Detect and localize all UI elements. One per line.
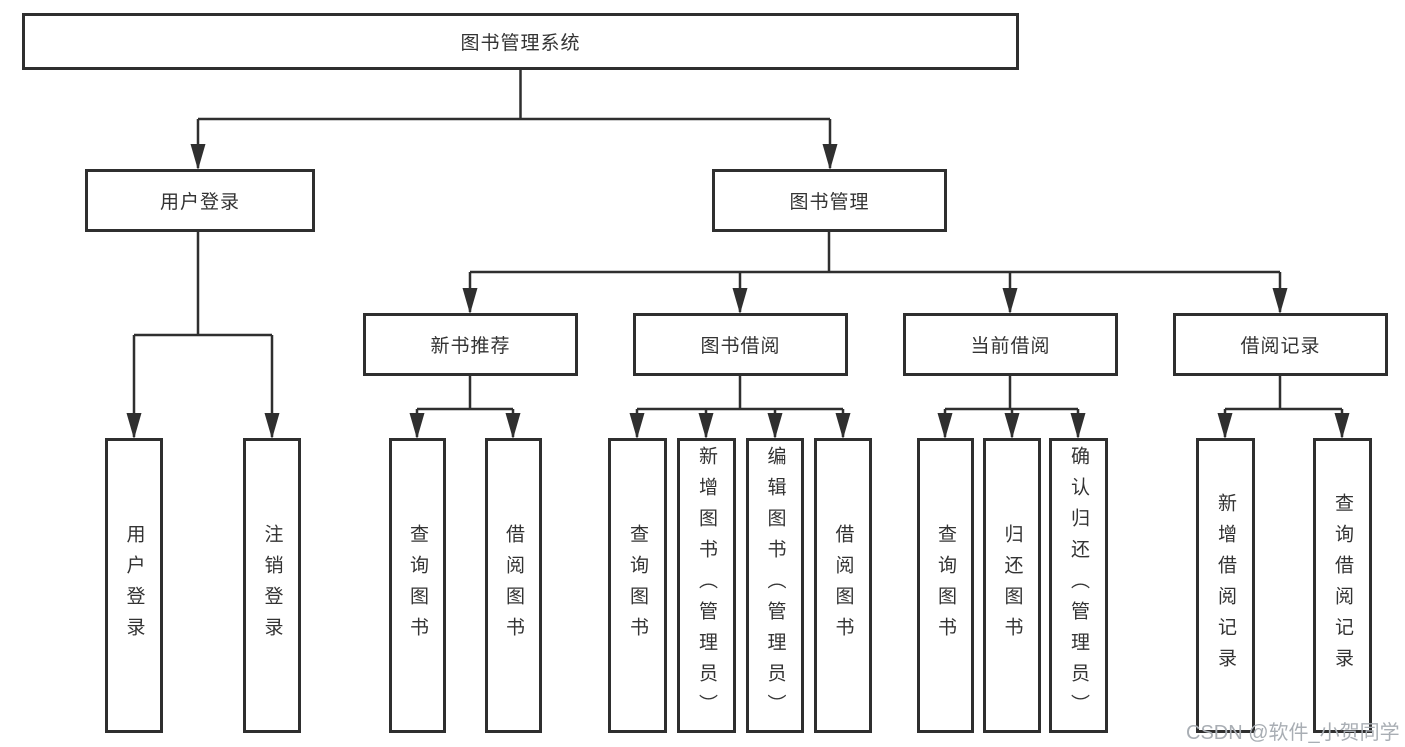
node-label: 查询图书 [407,523,428,648]
node-root-library-management-system: 图书管理系统 [22,13,1019,70]
node-label: 新书推荐 [430,336,511,357]
node-user-login: 用户登录 [85,169,315,232]
node-current-borrowing: 当前借阅 [903,313,1118,376]
node-label: 编辑图书（管理员） [764,446,786,725]
node-new-book-recommend: 新书推荐 [363,313,578,376]
node-label: 用户登录 [159,192,240,213]
csdn-watermark: CSDN @软件_小贺同学 [1186,722,1400,744]
node-label: 新增借阅记录 [1215,492,1236,679]
leaf-query-books-borrowing: 查询图书 [608,438,667,733]
leaf-borrow-books: 借阅图书 [814,438,872,733]
leaf-edit-books-admin: 编辑图书（管理员） [746,438,804,733]
node-label: 查询借阅记录 [1332,492,1353,679]
leaf-confirm-return-admin: 确认归还（管理员） [1049,438,1108,733]
node-label: 归还图书 [1001,523,1023,648]
node-label: 当前借阅 [970,336,1051,357]
node-label: 注销登录 [261,523,283,648]
leaf-borrow-books-recommend: 借阅图书 [485,438,542,733]
node-label: 确认归还（管理员） [1068,446,1089,725]
leaf-add-books-admin: 新增图书（管理员） [677,438,736,733]
node-book-borrowing: 图书借阅 [633,313,848,376]
node-label: 用户登录 [123,523,145,648]
node-label: 图书管理 [789,192,870,213]
connector-shafts [132,70,1344,437]
leaf-add-borrow-record: 新增借阅记录 [1196,438,1255,733]
leaf-query-books-recommend: 查询图书 [389,438,446,733]
node-label: 图书借阅 [700,336,781,357]
leaf-return-books: 归还图书 [983,438,1041,733]
node-label: 图书管理系统 [460,33,581,54]
node-label: 借阅图书 [503,523,524,648]
node-label: 查询图书 [627,523,648,648]
node-label: 借阅记录 [1240,336,1321,357]
node-borrowing-records: 借阅记录 [1173,313,1388,376]
connector-arrowheads [126,144,1350,439]
leaf-logout: 注销登录 [243,438,301,733]
leaf-query-books-current: 查询图书 [917,438,974,733]
leaf-query-borrow-record: 查询借阅记录 [1313,438,1372,733]
node-label: 新增图书（管理员） [696,446,717,725]
node-label: 查询图书 [935,523,956,648]
node-book-management: 图书管理 [712,169,947,232]
leaf-user-login: 用户登录 [105,438,163,733]
node-label: 借阅图书 [832,523,854,648]
